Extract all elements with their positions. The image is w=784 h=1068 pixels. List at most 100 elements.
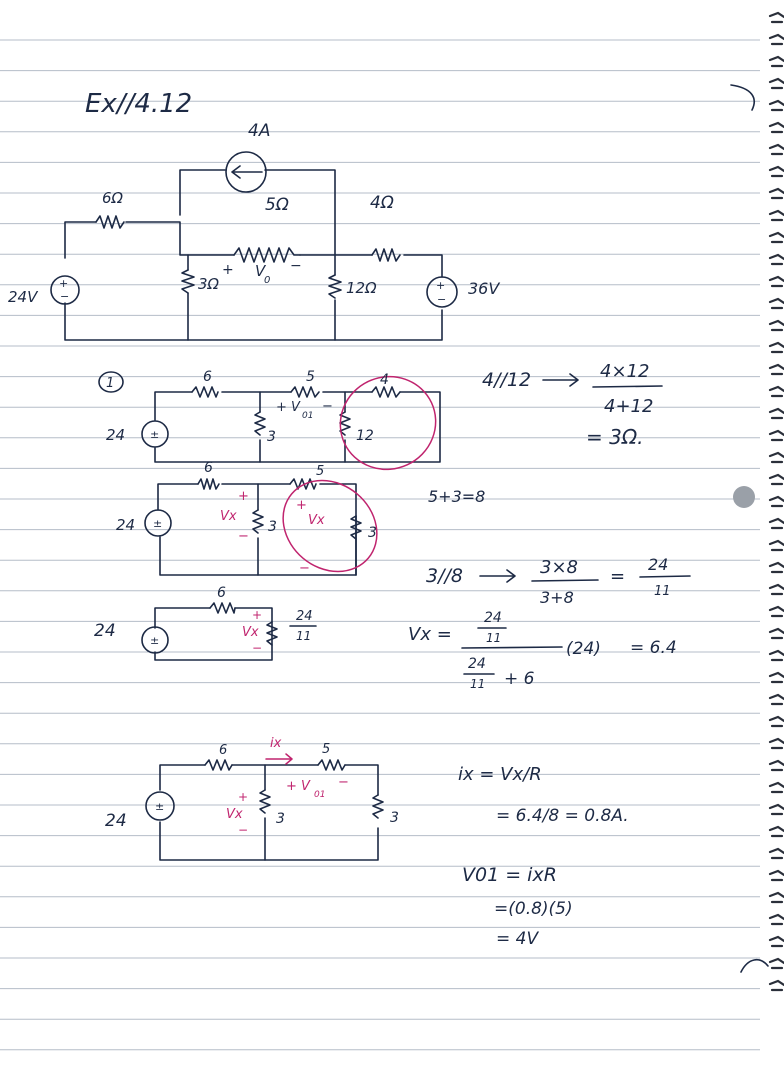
svg-text:4×12: 4×12: [600, 361, 649, 382]
step1-calc: 4//12 4×12 4+12 = 3Ω.: [482, 361, 662, 449]
spiral-ring: [770, 673, 784, 682]
svg-text:5: 5: [306, 369, 315, 385]
svg-text:+: +: [238, 790, 248, 804]
label-5ohm: 5Ω: [265, 195, 289, 215]
svg-text:Vx =: Vx =: [408, 624, 452, 645]
step4-calc: ix = Vx/R = 6.4/8 = 0.8A. V01 = ixR =(0.…: [458, 764, 629, 949]
current-arrow-icon: [266, 754, 292, 764]
svg-text:3×8: 3×8: [540, 557, 578, 578]
step2-circuit: ± + Vx − + Vx − 6 5 24 3 3: [116, 460, 395, 590]
svg-text:11: 11: [296, 629, 311, 643]
label-6ohm: 6Ω: [102, 189, 124, 207]
spiral-ring: [770, 299, 784, 308]
spiral-ring: [770, 717, 784, 726]
spiral-ring: [770, 849, 784, 858]
svg-text:3: 3: [390, 810, 399, 826]
svg-text:−: −: [437, 293, 446, 306]
spiral-ring: [770, 123, 784, 132]
spiral-ring: [770, 409, 784, 418]
spiral-ring: [770, 57, 784, 66]
svg-text:6: 6: [219, 743, 227, 758]
svg-text:±: ±: [153, 517, 162, 530]
svg-text:12: 12: [356, 428, 374, 444]
svg-text:ix = Vx/R: ix = Vx/R: [458, 764, 542, 785]
svg-text:=(0.8)(5): =(0.8)(5): [494, 899, 573, 919]
spiral-ring: [770, 365, 784, 374]
svg-text:+: +: [436, 279, 445, 292]
svg-text:= 6.4/8 = 0.8A.: = 6.4/8 = 0.8A.: [496, 806, 629, 826]
spiral-ring: [770, 805, 784, 814]
spiral-ring: [770, 475, 784, 484]
svg-text:24: 24: [105, 811, 127, 831]
spiral-ring: [770, 893, 784, 902]
svg-text:+ 6: + 6: [504, 669, 535, 689]
svg-text:+: +: [296, 498, 307, 513]
page-heading: Ex//4.12: [85, 89, 192, 119]
spiral-ring: [770, 629, 784, 638]
svg-text:3: 3: [268, 519, 277, 535]
svg-text:1: 1: [106, 376, 114, 391]
current-source-arrow-icon: [232, 166, 262, 178]
spiral-ring: [770, 321, 784, 330]
svg-text:−: −: [238, 823, 248, 837]
svg-text:24: 24: [94, 621, 116, 641]
step4-circuit: ± 6 5 24 3 3 ix + V 01 − + Vx −: [105, 736, 399, 860]
label-12ohm: 12Ω: [346, 279, 377, 297]
svg-text:01: 01: [302, 411, 313, 421]
spiral-ring: [770, 541, 784, 550]
svg-text:−: −: [252, 641, 262, 655]
svg-text:=: =: [610, 566, 625, 587]
spiral-ring: [770, 211, 784, 220]
spiral-ring: [770, 13, 784, 22]
binding-hole-mark: [733, 486, 755, 508]
spiral-ring: [770, 343, 784, 352]
svg-text:4+12: 4+12: [604, 396, 653, 417]
spiral-ring: [770, 761, 784, 770]
binding-hole-mark: [731, 85, 754, 110]
svg-text:3: 3: [368, 525, 377, 541]
spiral-ring: [770, 167, 784, 176]
arrow-icon: [543, 374, 578, 386]
spiral-ring: [770, 607, 784, 616]
svg-text:24: 24: [648, 555, 668, 574]
resistor-6ohm: [96, 216, 124, 228]
spiral-ring: [770, 519, 784, 528]
svg-text:ix: ix: [270, 736, 282, 751]
spiral-ring: [770, 981, 784, 990]
svg-text:3: 3: [267, 429, 276, 445]
svg-text:4: 4: [380, 372, 389, 388]
svg-text:+ V: + V: [286, 779, 311, 794]
svg-text:3//8: 3//8: [426, 565, 463, 587]
step2-calc: 5+3=8 3//8 3×8 3+8 = 24 11: [426, 487, 690, 607]
step3-circuit: ± 6 24 + Vx − 24 11: [94, 585, 316, 660]
step1-circuit: 1 ± 6 5 4 24 3 12 + V 01 −: [99, 361, 451, 485]
svg-text:−: −: [290, 258, 302, 274]
svg-text:Vx: Vx: [226, 807, 243, 822]
svg-text:6: 6: [203, 369, 212, 385]
resistor-4ohm: [372, 249, 400, 261]
svg-text:3+8: 3+8: [540, 588, 574, 607]
svg-text:24: 24: [106, 426, 125, 444]
svg-text:Vx: Vx: [242, 625, 259, 640]
spiral-ring: [770, 651, 784, 660]
label-4a: 4A: [248, 121, 270, 141]
spiral-ring: [770, 563, 784, 572]
spiral-binding: [770, 13, 784, 990]
spiral-ring: [770, 497, 784, 506]
svg-text:±: ±: [155, 800, 164, 813]
svg-text:11: 11: [654, 584, 671, 599]
spiral-ring: [770, 827, 784, 836]
svg-text:Vx: Vx: [220, 509, 237, 524]
spiral-ring: [770, 739, 784, 748]
spiral-ring: [770, 189, 784, 198]
svg-text:5+3=8: 5+3=8: [428, 487, 485, 506]
svg-text:6: 6: [217, 585, 226, 601]
svg-text:−: −: [238, 529, 249, 544]
svg-text:24: 24: [468, 656, 486, 672]
svg-text:+ V: + V: [276, 400, 301, 415]
spiral-ring: [770, 101, 784, 110]
svg-text:+: +: [222, 262, 234, 278]
spiral-ring: [770, 959, 784, 968]
svg-text:24: 24: [484, 610, 502, 626]
